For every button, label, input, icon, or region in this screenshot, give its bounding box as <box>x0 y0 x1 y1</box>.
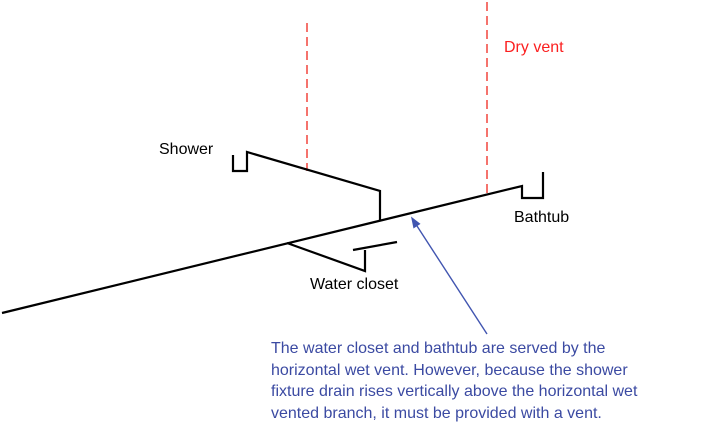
annotation-line: vented branch, it must be provided with … <box>271 405 602 423</box>
water-closet-fixture-tick <box>352 240 398 252</box>
main-drain-and-bathtub-trap-line <box>1 172 545 315</box>
bathtub-label: Bathtub <box>514 209 570 226</box>
annotation-line: The water closet and bathtub are served … <box>271 340 606 357</box>
water-closet-branch-line <box>286 241 367 273</box>
shower-fixture-drain-line <box>231 150 382 221</box>
annotation-arrow-line <box>416 225 488 335</box>
annotation-line: horizontal wet vent. However, because th… <box>271 361 628 379</box>
water-closet-label: Water closet <box>310 276 399 293</box>
shower-label: Shower <box>159 141 214 158</box>
dry-vent-label: Dry vent <box>504 39 564 56</box>
wet-vent-annotation: The water closet and bathtub are served … <box>271 338 637 425</box>
annotation-line: fixture drain rises vertically above the… <box>271 383 638 401</box>
annotation-arrow-head-icon <box>411 216 421 229</box>
